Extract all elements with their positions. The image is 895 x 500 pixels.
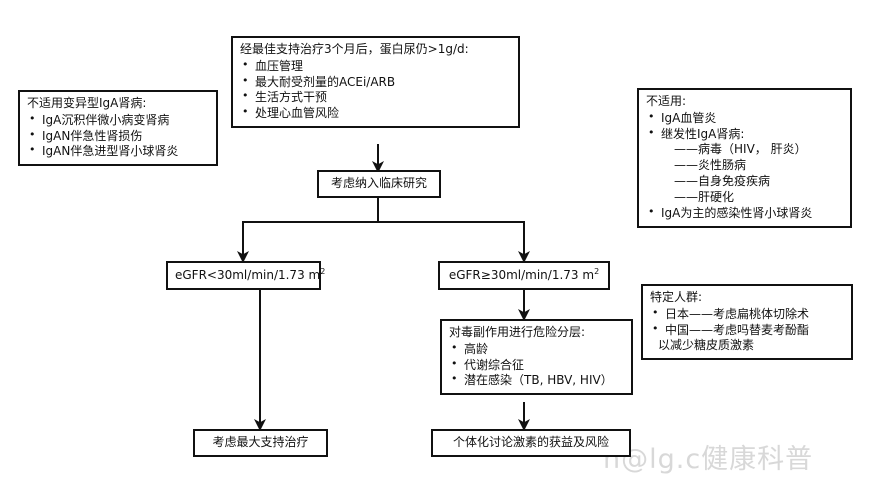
note-specific-populations-continuation: 以减少糖皮质激素 <box>658 338 755 353</box>
node-egfr-at-least-30[interactable]: eGFR≥30ml/min/1.73 m2 <box>438 261 610 290</box>
node-egfr-below-30-label: eGFR<30ml/min/1.73 m <box>175 268 321 282</box>
list-item: IgAN伴急性肾损伤 <box>27 128 209 145</box>
node-risk-stratification[interactable]: 对毒副作用进行危险分层: 高龄 代谢综合征 潜在感染（TB, HBV, HIV） <box>440 319 633 396</box>
list-item: 继发性IgA肾病: <box>646 126 843 143</box>
note-specific-populations-list: 日本——考虑扁桃体切除术 中国——考虑吗替麦考酚酯 <box>650 306 844 339</box>
superscript-two: 2 <box>594 267 600 276</box>
note-variant-iga-exclusions-list: IgA沉积伴微小病变肾病 IgAN伴急性肾损伤 IgAN伴急进型肾小球肾炎 <box>27 112 209 160</box>
superscript-two: 2 <box>320 267 326 276</box>
list-subitem: ——病毒（HIV， 肝炎） <box>674 142 807 157</box>
note-specific-populations[interactable]: 特定人群: 日本——考虑扁桃体切除术 中国——考虑吗替麦考酚酯 以减少糖皮质激素 <box>641 284 853 361</box>
list-item: IgAN伴急进型肾小球肾炎 <box>27 143 209 160</box>
watermark: h@lg.c健康科普 <box>603 444 814 475</box>
list-item: 中国——考虑吗替麦考酚酯 <box>650 322 844 339</box>
note-general-exclusions[interactable]: 不适用: IgA血管炎 继发性IgA肾病: ——病毒（HIV， 肝炎） ——炎性… <box>637 88 852 228</box>
node-risk-stratification-list: 高龄 代谢综合征 潜在感染（TB, HBV, HIV） <box>449 341 624 389</box>
list-item: 高龄 <box>449 341 624 358</box>
node-risk-stratification-header: 对毒副作用进行危险分层: <box>449 325 586 339</box>
list-item: 日本——考虑扁桃体切除术 <box>650 306 844 323</box>
list-item: IgA为主的感染性肾小球肾炎 <box>646 205 843 222</box>
list-item: IgA沉积伴微小病变肾病 <box>27 112 209 129</box>
node-initial-assessment-header: 经最佳支持治疗3个月后，蛋白尿仍>1g/d: <box>240 42 469 56</box>
node-individualized-steroid-discussion-label: 个体化讨论激素的获益及风险 <box>452 435 609 449</box>
list-item: IgA血管炎 <box>646 110 843 127</box>
node-egfr-at-least-30-label: eGFR≥30ml/min/1.73 m <box>448 268 595 282</box>
list-item: 血压管理 <box>240 58 511 75</box>
list-subitem: ——肝硬化 <box>674 189 735 204</box>
list-item: 生活方式干预 <box>240 89 511 106</box>
node-consider-clinical-trial[interactable]: 考虑纳入临床研究 <box>317 170 441 198</box>
node-maximal-supportive-care[interactable]: 考虑最大支持治疗 <box>193 429 328 457</box>
note-variant-iga-exclusions-header: 不适用变异型IgA肾病: <box>27 96 147 110</box>
note-general-exclusions-header: 不适用: <box>646 94 687 108</box>
node-individualized-steroid-discussion[interactable]: 个体化讨论激素的获益及风险 <box>431 429 631 457</box>
note-specific-populations-header: 特定人群: <box>650 290 703 304</box>
note-general-exclusions-list: IgA血管炎 继发性IgA肾病: ——病毒（HIV， 肝炎） ——炎性肠病 ——… <box>646 110 843 222</box>
list-item: 最大耐受剂量的ACEi/ARB <box>240 74 511 91</box>
node-consider-clinical-trial-label: 考虑纳入临床研究 <box>330 176 427 190</box>
node-maximal-supportive-care-label: 考虑最大支持治疗 <box>212 435 309 449</box>
note-variant-iga-exclusions[interactable]: 不适用变异型IgA肾病: IgA沉积伴微小病变肾病 IgAN伴急性肾损伤 IgA… <box>18 90 218 167</box>
list-item: 处理心血管风险 <box>240 105 511 122</box>
list-item: 代谢综合征 <box>449 357 624 374</box>
node-initial-assessment[interactable]: 经最佳支持治疗3个月后，蛋白尿仍>1g/d: 血压管理 最大耐受剂量的ACEi/… <box>231 36 520 129</box>
node-egfr-below-30[interactable]: eGFR<30ml/min/1.73 m2 <box>166 261 325 290</box>
list-subitem: ——炎性肠病 <box>674 158 747 173</box>
node-initial-assessment-list: 血压管理 最大耐受剂量的ACEi/ARB 生活方式干预 处理心血管风险 <box>240 58 511 122</box>
list-subitem: ——自身免疫疾病 <box>674 174 771 189</box>
list-item: 潜在感染（TB, HBV, HIV） <box>449 372 624 389</box>
